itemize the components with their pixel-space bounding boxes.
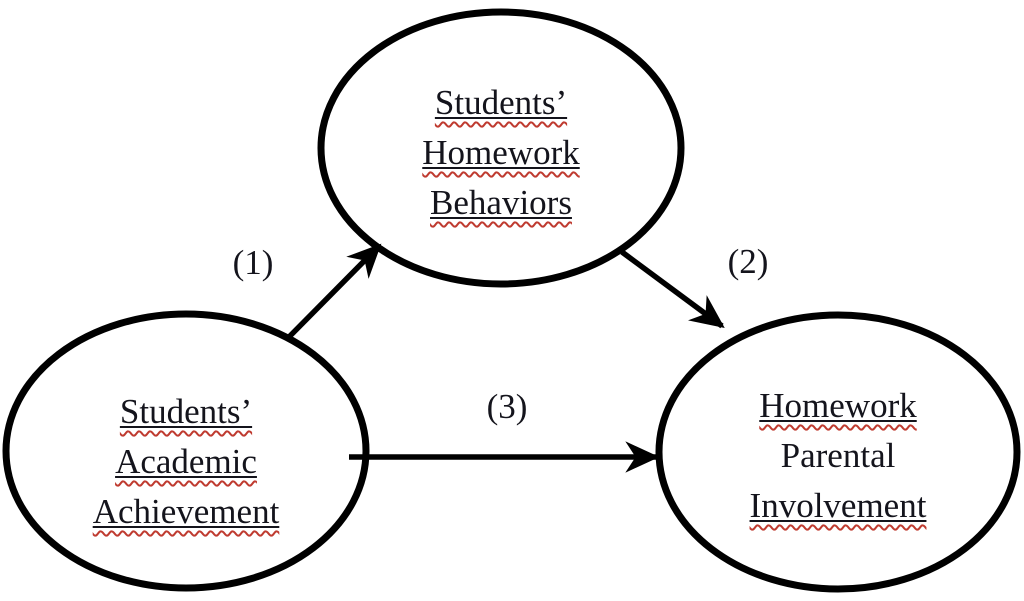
node-line-text: Homework: [759, 386, 917, 425]
node-line-text: Students’: [434, 83, 568, 122]
node-line: Academic: [93, 437, 280, 487]
node-label-students-homework-behaviors: Students’ Homework Behaviors: [422, 78, 579, 228]
ellipse-students-academic-achievement: [2, 310, 370, 592]
node-label-students-academic-achievement: Students’ Academic Achievement: [93, 387, 280, 537]
node-line: Homework: [422, 128, 579, 178]
node-line-text: Involvement: [749, 486, 927, 525]
node-line-text: Students’: [119, 392, 253, 431]
node-line: Students’: [93, 387, 280, 437]
ellipse-students-homework-behaviors: [317, 8, 685, 288]
node-line-text: Homework: [422, 133, 580, 172]
node-label-homework-parental-involvement: Homework Parental Involvement: [750, 381, 927, 531]
node-line-text: Achievement: [92, 492, 280, 531]
edge-label-2: (2): [727, 242, 769, 281]
node-line: Achievement: [93, 487, 280, 537]
arrow-2-behaviors-to-involvement: [620, 249, 725, 329]
node-line: Homework: [750, 381, 927, 431]
node-line: Parental: [750, 431, 927, 481]
edge-label-1: (1): [232, 243, 274, 282]
node-line-text: Academic: [115, 442, 257, 481]
node-line: Students’: [422, 78, 579, 128]
node-line: Involvement: [750, 481, 927, 531]
node-line: Behaviors: [422, 178, 579, 228]
node-line-text: Parental: [780, 436, 896, 475]
edge-label-3: (3): [486, 387, 528, 426]
node-line-text: Behaviors: [430, 183, 572, 222]
arrow-1-achievement-to-behaviors: [286, 243, 382, 340]
